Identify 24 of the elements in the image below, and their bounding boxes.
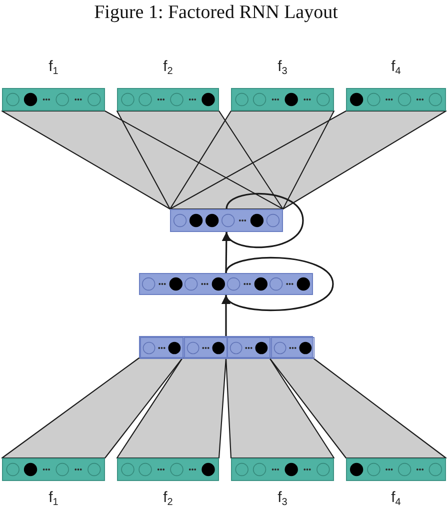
- layer-label: f$_{1}$: [48, 490, 58, 506]
- arrow: [222, 232, 231, 274]
- neuron-group-box: [184, 337, 227, 359]
- neuron-group-box: [227, 337, 270, 359]
- neuron-group-box: [270, 337, 314, 359]
- layer-label: f$_{2}$: [163, 59, 173, 75]
- layer-label: f$_{3}$: [278, 59, 288, 75]
- connection-band: [225, 357, 335, 459]
- layer-label: f$_{3}$: [278, 490, 288, 506]
- neuron-layer-box: [170, 209, 283, 232]
- layer-label: f$_{1}$: [48, 59, 58, 75]
- neuron-layer-box: [139, 273, 313, 295]
- connection-band: [116, 357, 227, 459]
- figure-caption: Figure 1: Factored RNN Layout: [94, 3, 338, 23]
- arrow: [222, 295, 230, 336]
- connection-band: [1, 357, 184, 459]
- loop-arrow: [224, 193, 304, 248]
- layer-label: f$_{4}$: [391, 59, 401, 75]
- layer-label: f$_{2}$: [163, 490, 173, 506]
- neuron-layer-bar: [139, 336, 313, 358]
- connection-band: [169, 110, 447, 210]
- layer-label: f$_{4}$: [391, 490, 401, 506]
- neuron-group-box: [140, 337, 184, 359]
- connection-band: [268, 357, 447, 459]
